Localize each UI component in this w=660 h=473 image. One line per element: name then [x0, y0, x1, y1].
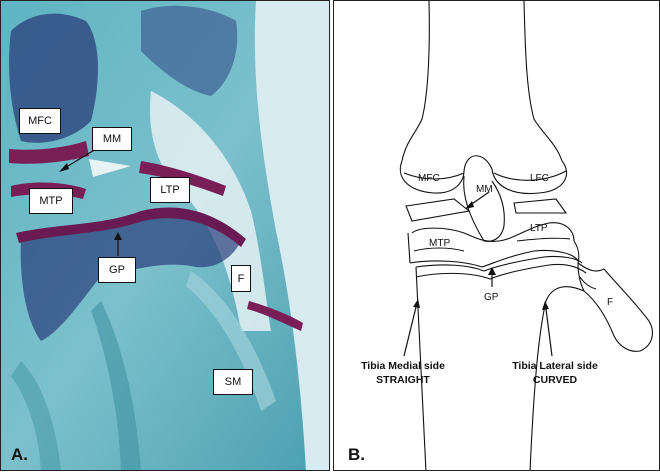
tibia-medial-annotation: Tibia Medial side STRAIGHT	[338, 359, 468, 387]
label-mfc-b: MFC	[418, 173, 440, 184]
label-gp-b: GP	[484, 292, 499, 303]
label-ltp: LTP	[150, 177, 190, 203]
label-mfc: MFC	[19, 108, 61, 134]
label-f-b: F	[607, 297, 614, 308]
tibia-lateral-annotation: Tibia Lateral side CURVED	[490, 359, 620, 387]
histology-image	[1, 1, 329, 470]
tibia-lateral-line1: Tibia Lateral side	[512, 360, 598, 372]
tibia-medial-line1: Tibia Medial side	[361, 360, 445, 372]
label-f: F	[231, 265, 251, 292]
panel-b-letter: B.	[348, 445, 365, 464]
knee-schematic	[399, 1, 653, 470]
label-mtp: MTP	[29, 188, 73, 214]
label-mm: MM	[92, 127, 132, 151]
label-gp: GP	[98, 257, 136, 283]
label-lfc-b: LFC	[530, 173, 549, 184]
tibia-lateral-line2: CURVED	[532, 374, 578, 386]
label-ltp-b: LTP	[530, 223, 548, 234]
label-mm-b: MM	[476, 184, 493, 195]
label-mtp-b: MTP	[429, 238, 451, 249]
tibia-medial-line2: STRAIGHT	[376, 374, 430, 386]
histology-panel: MFC MM MTP LTP GP F SM A.	[0, 0, 330, 471]
schematic-panel: MFC LFC MM MTP LTP GP F Tibia Medial sid…	[333, 0, 660, 471]
label-sm: SM	[213, 369, 253, 395]
panel-a-letter: A.	[11, 445, 28, 464]
